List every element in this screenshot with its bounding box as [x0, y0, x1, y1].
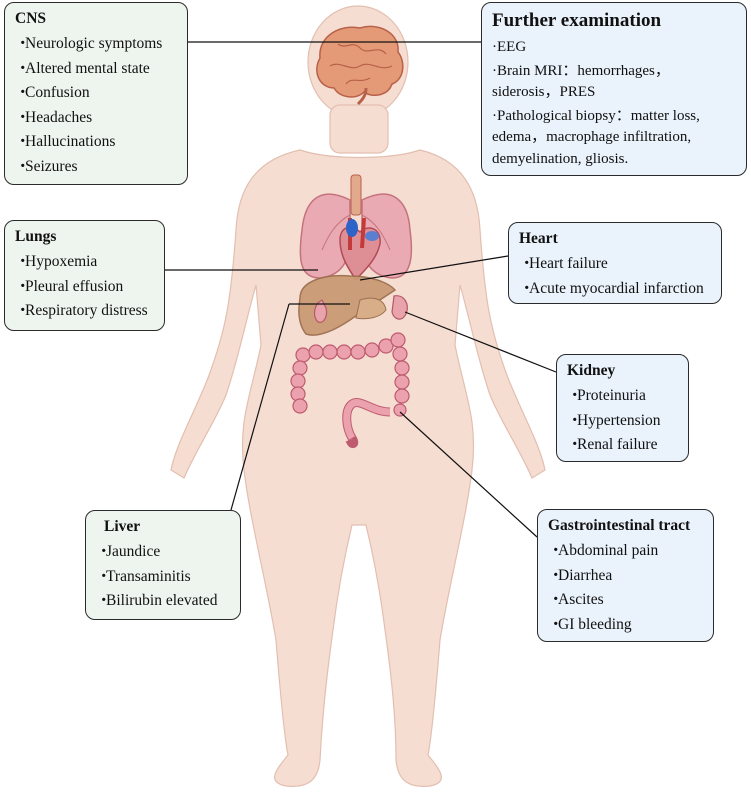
list-item: ·Pathological biopsy：matter loss, edema，…	[492, 107, 700, 167]
list-item: ・Respiratory distress	[15, 299, 156, 324]
list-item: ・Hypoxemia	[15, 250, 156, 275]
cns-title: CNS	[15, 10, 47, 27]
heart-list: ・Heart failure ・Acute myocardial infarct…	[519, 252, 713, 301]
list-item: ·EEG	[492, 39, 527, 55]
heart-organ	[339, 217, 381, 282]
cns-list: ・Neurologic symptoms ・Altered mental sta…	[15, 32, 179, 179]
bullet: ・	[15, 157, 31, 175]
lungs-title: Lungs	[15, 228, 57, 245]
bullet: ・	[548, 591, 564, 608]
bullet: ・	[567, 411, 583, 429]
list-item: ・Pleural effusion	[15, 275, 156, 300]
liver-box: Liver ・Jaundice ・Transaminitis ・Bilirubi…	[85, 510, 241, 620]
list-item: ・GI bleeding	[548, 613, 705, 638]
gi-title: Gastrointestinal tract	[548, 517, 691, 534]
bullet: ・	[96, 567, 112, 585]
list-item: ・Bilirubin elevated	[96, 589, 232, 614]
bullet: ・	[548, 566, 564, 584]
bullet: ・	[15, 253, 31, 270]
list-item: ・Renal failure	[567, 433, 680, 458]
kidney-organ	[313, 295, 408, 323]
list-item: ・Abdominal pain	[548, 539, 705, 564]
bullet: ・	[15, 277, 31, 295]
bullet: ・	[519, 255, 535, 272]
cns-box: CNS ・Neurologic symptoms ・Altered mental…	[4, 2, 188, 185]
kidney-title: Kidney	[567, 362, 616, 379]
bullet: ・	[15, 133, 31, 150]
lungs-list: ・Hypoxemia ・Pleural effusion ・Respirator…	[15, 250, 156, 324]
list-item: ・Confusion	[15, 81, 179, 106]
lungs-box: Lungs ・Hypoxemia ・Pleural effusion ・Resp…	[4, 220, 165, 331]
list-item: ・Hallucinations	[15, 130, 179, 155]
bullet: ・	[15, 35, 31, 52]
kidney-list: ・Proteinuria ・Hypertension ・Renal failur…	[567, 384, 680, 458]
list-item: ・Heart failure	[519, 252, 713, 277]
bullet: ・	[567, 436, 583, 453]
list-item: ·Brain MRI：hemorrhages， siderosis，PRES	[492, 62, 670, 101]
list-item: ・Proteinuria	[567, 384, 680, 409]
bullet: ・	[548, 542, 564, 559]
list-item: ・Transaminitis	[96, 565, 232, 590]
bullet: ・	[567, 387, 583, 404]
bullet: ・	[96, 592, 112, 609]
gi-list: ・Abdominal pain ・Diarrhea ・Ascites ・GI b…	[548, 539, 705, 637]
bullet: ・	[519, 279, 535, 297]
heart-title: Heart	[519, 230, 558, 247]
bullet: ・	[15, 84, 31, 101]
list-item: ・Headaches	[15, 106, 179, 131]
intestines-organ	[290, 332, 410, 449]
list-item: ・Hypertension	[567, 409, 680, 434]
bullet: ・	[15, 108, 31, 126]
liver-list: ・Jaundice ・Transaminitis ・Bilirubin elev…	[96, 540, 232, 614]
gi-box: Gastrointestinal tract ・Abdominal pain ・…	[537, 509, 714, 642]
list-item: ・Seizures	[15, 155, 179, 180]
list-item: ・Acute myocardial infarction	[519, 277, 713, 302]
list-item: ・Neurologic symptoms	[15, 32, 179, 57]
list-item: ・Diarrhea	[548, 564, 705, 589]
further-examination-title: Further examination	[492, 10, 662, 31]
liver-title: Liver	[104, 518, 141, 535]
bullet: ・	[15, 302, 31, 319]
heart-box: Heart ・Heart failure ・Acute myocardial i…	[508, 222, 722, 304]
bullet: ・	[96, 543, 112, 560]
kidney-box: Kidney ・Proteinuria ・Hypertension ・Renal…	[556, 354, 689, 462]
bullet: ・	[15, 59, 31, 77]
list-item: ・Ascites	[548, 588, 705, 613]
further-examination-box: Further examination ·EEG ·Brain MRI：hemo…	[481, 2, 747, 176]
bullet: ・	[548, 615, 564, 633]
connector-lines	[165, 41, 557, 538]
list-item: ・Jaundice	[96, 540, 232, 565]
brain-organ	[316, 25, 404, 106]
list-item: ・Altered mental state	[15, 57, 179, 82]
further-examination-list: ·EEG ·Brain MRI：hemorrhages， siderosis，P…	[492, 37, 738, 170]
